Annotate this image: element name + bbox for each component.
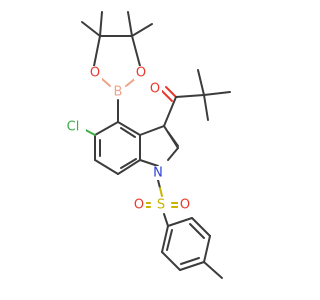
bonds [79,11,231,279]
atom-s: S [157,198,165,213]
atom-b: B [114,85,123,100]
atom-n: N [153,166,163,181]
atom-o-sulfonyl-left: O [134,198,144,213]
atom-cl: Cl [67,120,80,135]
molecule-structure-diagram: O Cl B O O N S O O [64,11,231,279]
atom-o-sulfonyl-right: O [180,198,190,213]
atom-o-ring-left: O [90,66,100,81]
atom-labels: O Cl B O O N S O O [64,66,192,213]
atom-o-ketone: O [150,82,160,97]
atom-o-ring-right: O [136,66,146,81]
